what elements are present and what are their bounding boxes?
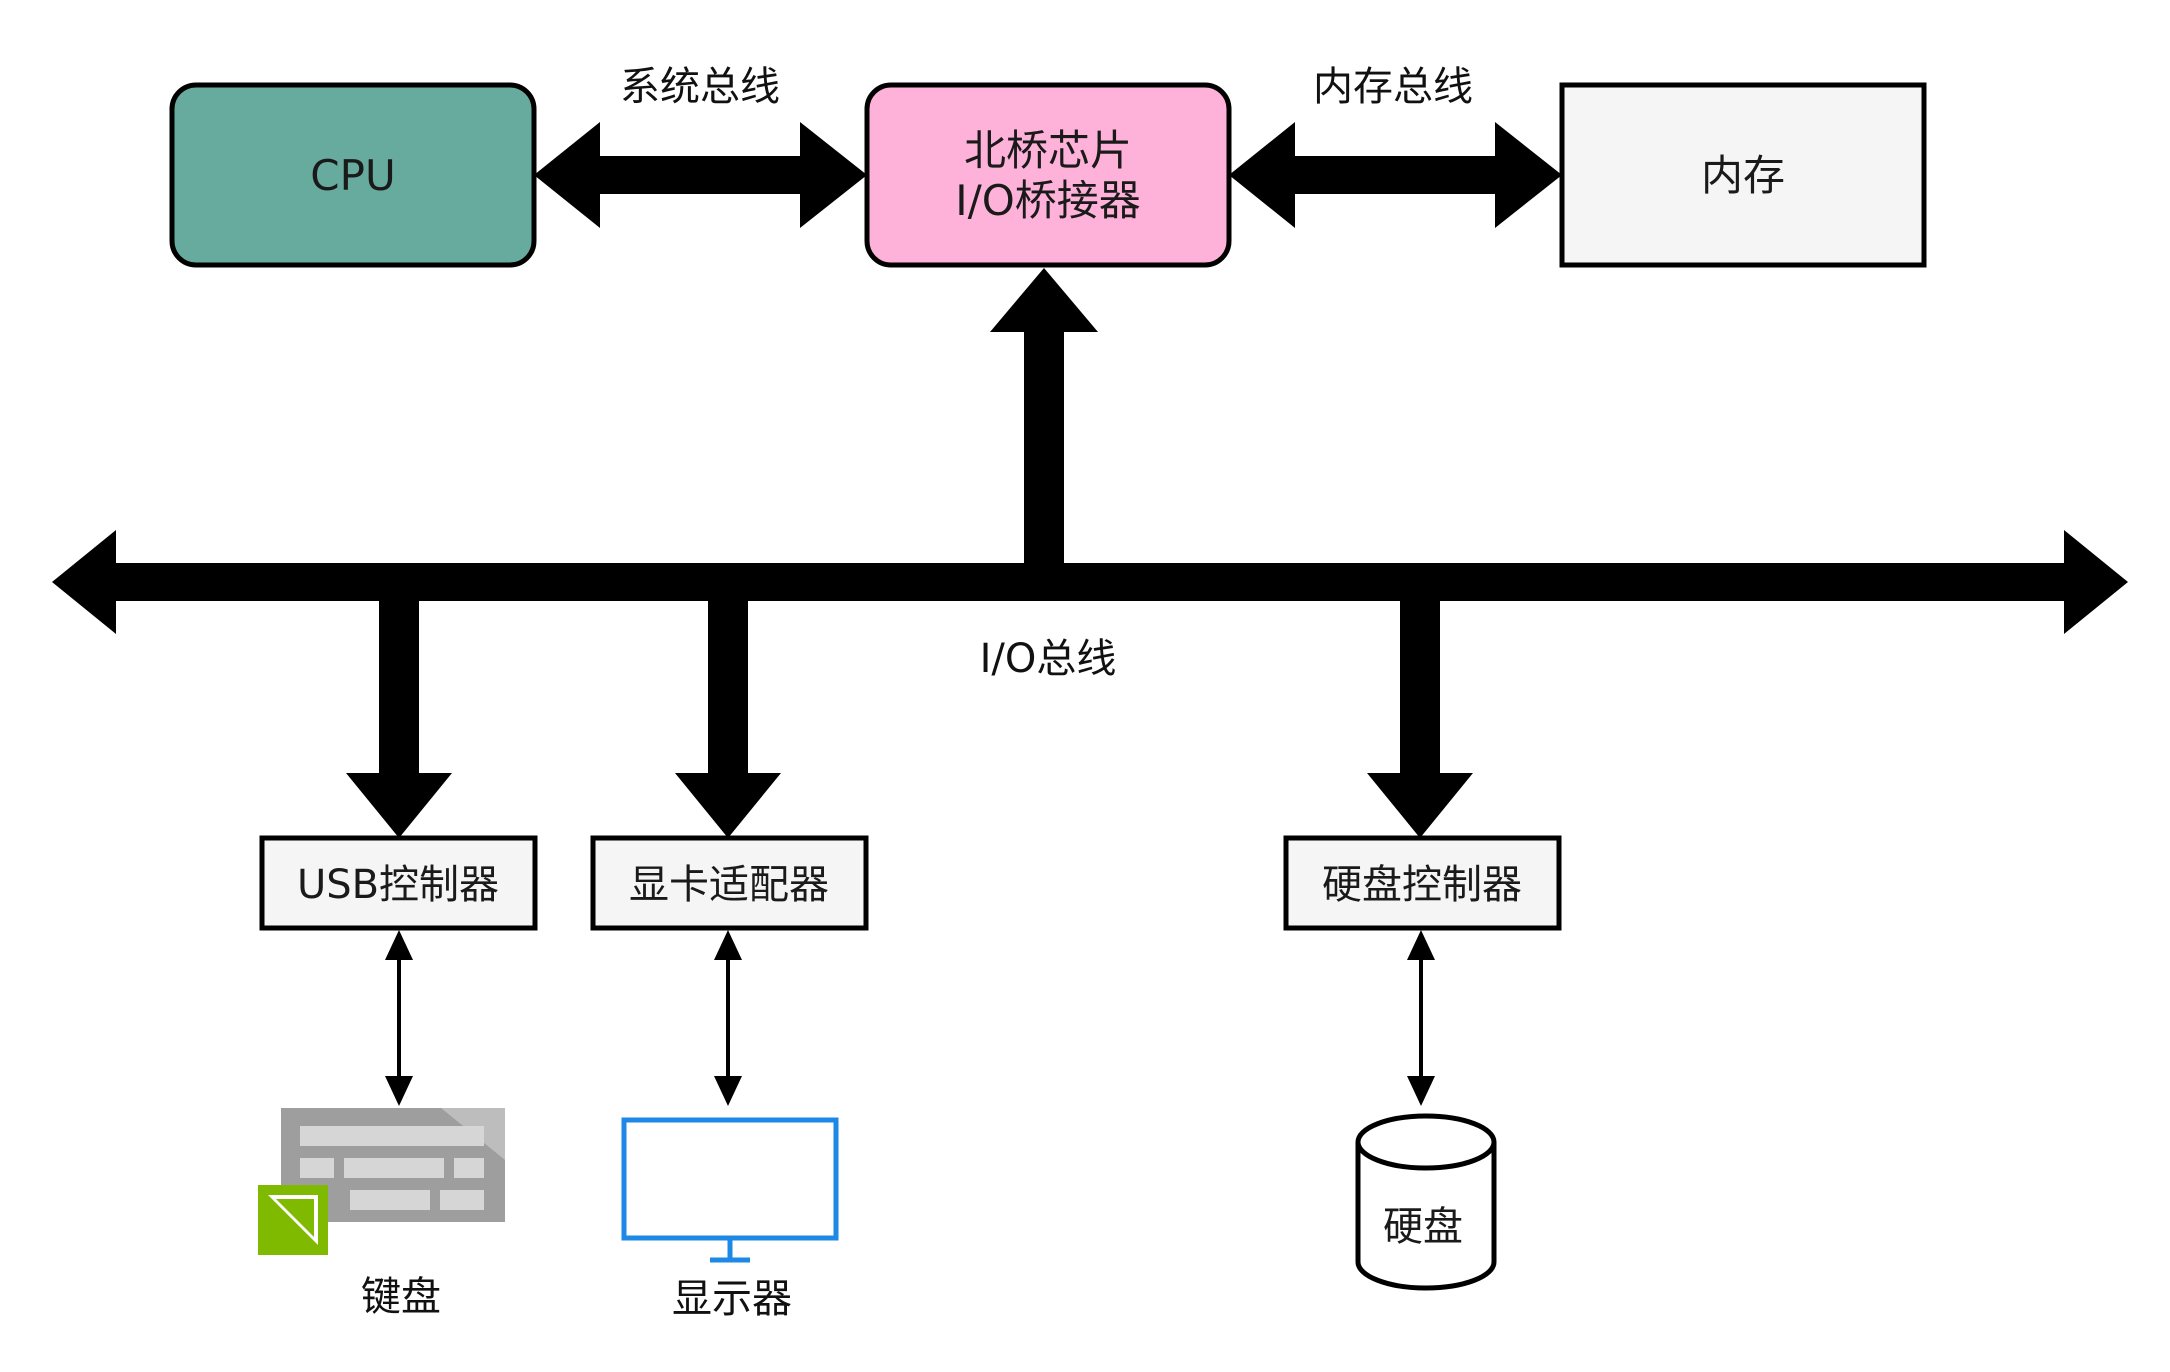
system-bus-arrow [534, 122, 867, 228]
system-bus-label: 系统总线 [620, 64, 780, 110]
disk-controller-disk-link [1407, 930, 1435, 1106]
io-bus-label: I/O总线 [980, 636, 1117, 682]
usb-controller-label: USB控制器 [297, 862, 499, 908]
io-bus-arrow [52, 530, 2128, 634]
monitor-label: 显示器 [672, 1276, 792, 1322]
io-to-disk-arrow [1367, 601, 1473, 838]
disk-label: 硬盘 [1383, 1204, 1463, 1250]
monitor-icon [621, 1117, 839, 1263]
io-to-usb-arrow [346, 601, 452, 838]
usb-keyboard-link [385, 930, 413, 1106]
graphics-monitor-link [714, 930, 742, 1106]
disk-controller-box [1283, 835, 1562, 931]
graphics-adapter-box [590, 835, 869, 931]
graphics-adapter-label: 显卡适配器 [629, 862, 829, 908]
memory-box [1559, 82, 1927, 268]
memory-bus-label: 内存总线 [1313, 64, 1473, 110]
disk-icon [1355, 1113, 1497, 1291]
memory-label: 内存 [1701, 151, 1785, 200]
northbridge-label-line2: I/O桥接器 [955, 176, 1141, 225]
memory-bus-arrow [1229, 122, 1562, 228]
usb-controller-box [259, 835, 538, 931]
disk-controller-label: 硬盘控制器 [1322, 862, 1522, 908]
northbridge-box [864, 82, 1232, 268]
northbridge-label-line1: 北桥芯片 [964, 126, 1132, 175]
keyboard-label: 键盘 [361, 1274, 441, 1320]
cpu-label: CPU [310, 151, 395, 200]
keyboard-icon [258, 1108, 505, 1255]
io-to-northbridge-arrow [990, 268, 1098, 564]
io-to-graphics-arrow [675, 601, 781, 838]
